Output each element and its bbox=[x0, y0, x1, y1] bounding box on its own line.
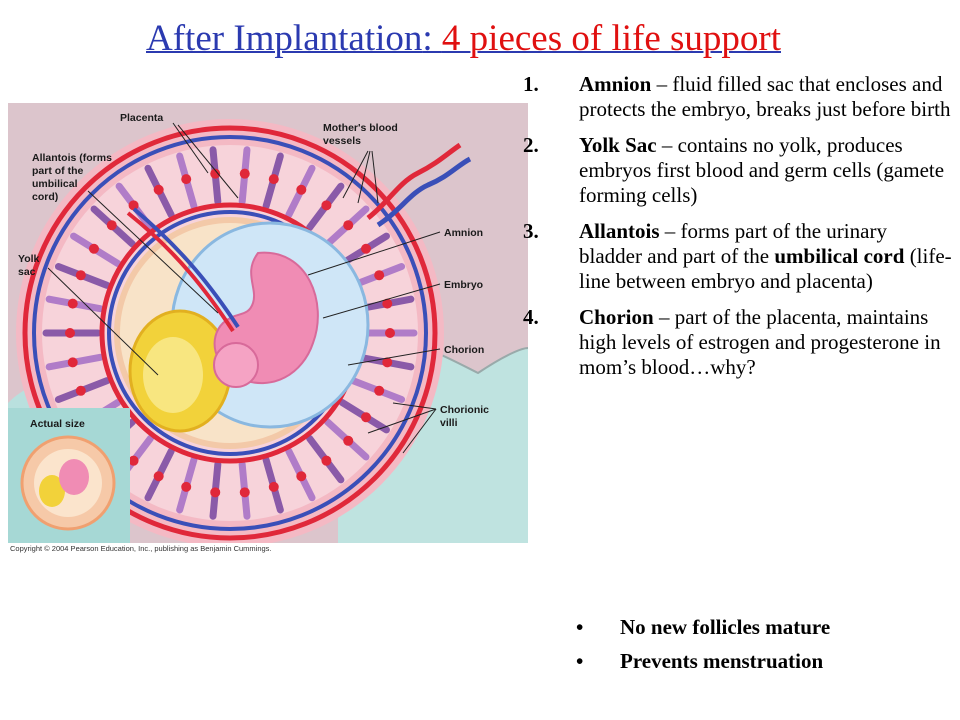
label-chorionic-villi-line1: Chorionic bbox=[440, 404, 489, 416]
chorionic-villi-group bbox=[42, 146, 418, 520]
mother-vein bbox=[376, 156, 472, 228]
villus-capillary bbox=[382, 357, 393, 368]
label-embryo: Embryo bbox=[444, 279, 483, 291]
embryo-diagram-svg: Placenta Allantois (forms part of the um… bbox=[8, 103, 529, 547]
label-allantois-line2: part of the bbox=[32, 165, 83, 177]
embryo-diagram: Placenta Allantois (forms part of the um… bbox=[8, 103, 529, 547]
villus-capillary bbox=[385, 328, 395, 338]
list-number: 3. bbox=[523, 219, 539, 243]
mother-artery bbox=[366, 142, 462, 220]
label-chorionic-villi-line2: villi bbox=[440, 417, 458, 429]
inset-embryo bbox=[59, 459, 89, 495]
term-yolk-sac: Yolk Sac bbox=[579, 133, 657, 157]
desc-yolk-sac: – contains no yolk, produces embryos fir… bbox=[579, 133, 945, 207]
villus-capillary bbox=[374, 385, 385, 396]
umbilical-artery bbox=[126, 211, 235, 333]
villus-capillary bbox=[75, 270, 86, 281]
villus-capillary bbox=[210, 168, 221, 179]
yolk-sac-inner bbox=[143, 337, 203, 413]
life-support-list: 1. Amnion – fluid filled sac that enclos… bbox=[523, 72, 953, 391]
slide-title: After Implantation: 4 pieces of life sup… bbox=[146, 14, 946, 64]
desc-allantois-b: (life-line between embryo and placenta) bbox=[579, 244, 952, 293]
villus-capillary bbox=[88, 243, 99, 254]
list-number: 2. bbox=[523, 133, 539, 157]
villus-capillary bbox=[210, 487, 221, 498]
villus-capillary bbox=[75, 385, 86, 396]
bullet-text: Prevents menstruation bbox=[620, 649, 824, 673]
villus-capillary bbox=[181, 481, 192, 492]
answer-bullets: • No new follicles mature • Prevents men… bbox=[576, 615, 936, 683]
title-colon: : bbox=[422, 18, 442, 59]
outer-blood-ring bbox=[22, 125, 438, 541]
figure-copyright: Copyright © 2004 Pearson Education, Inc.… bbox=[10, 544, 272, 553]
label-placenta: Placenta bbox=[120, 112, 163, 124]
villus-capillary bbox=[374, 270, 385, 281]
title-part-implantation: After Implantation bbox=[146, 18, 423, 59]
list-item-yolk-sac: 2. Yolk Sac – contains no yolk, produces… bbox=[523, 133, 953, 208]
villus-capillary bbox=[296, 184, 307, 195]
label-chorion: Chorion bbox=[444, 344, 484, 356]
desc-amnion: – fluid filled sac that encloses and pro… bbox=[579, 72, 951, 121]
villus-capillary bbox=[361, 243, 372, 254]
villus-capillary bbox=[67, 298, 78, 309]
villus-capillary bbox=[67, 357, 78, 368]
villus-capillary bbox=[153, 471, 164, 482]
label-yolk-sac-line2: sac bbox=[18, 266, 36, 278]
villus-capillary bbox=[128, 455, 139, 466]
label-actual-size: Actual size bbox=[30, 418, 85, 430]
villus-capillary bbox=[321, 455, 332, 466]
embryo-head bbox=[213, 342, 259, 388]
villus-capillary bbox=[106, 220, 117, 231]
list-item-allantois: 3. Allantois – forms part of the urinary… bbox=[523, 219, 953, 294]
villus-capillary bbox=[239, 487, 250, 498]
villus-capillary bbox=[296, 471, 307, 482]
villus-capillary bbox=[65, 328, 75, 338]
label-mothers-blood-line1: Mother's blood bbox=[323, 122, 398, 134]
bullet-item: • Prevents menstruation bbox=[576, 649, 936, 674]
villus-capillary bbox=[382, 298, 393, 309]
villus-capillary bbox=[153, 184, 164, 195]
villus-capillary bbox=[343, 220, 354, 231]
label-allantois-line4: cord) bbox=[32, 191, 58, 203]
bullet-text: No new follicles mature bbox=[620, 615, 831, 639]
desc-chorion: – part of the placenta, maintains high l… bbox=[579, 305, 941, 379]
bullet-item: • No new follicles mature bbox=[576, 615, 936, 640]
label-allantois-line3: umbilical bbox=[32, 178, 78, 190]
label-mothers-blood-line2: vessels bbox=[323, 135, 361, 147]
villus-capillary bbox=[268, 481, 279, 492]
outer-vein-ring bbox=[32, 135, 428, 531]
term-allantois: Allantois bbox=[579, 219, 660, 243]
bullet-symbol: • bbox=[576, 615, 584, 639]
list-number: 1. bbox=[523, 72, 539, 96]
term-amnion: Amnion bbox=[579, 72, 652, 96]
villus-capillary bbox=[128, 200, 139, 211]
villus-capillary bbox=[268, 174, 279, 185]
list-number: 4. bbox=[523, 305, 539, 329]
villus-capillary bbox=[343, 435, 354, 446]
villus-capillary bbox=[361, 412, 372, 423]
bullet-symbol: • bbox=[576, 649, 584, 673]
term-umbilical-cord: umbilical cord bbox=[774, 244, 905, 268]
label-amnion: Amnion bbox=[444, 227, 483, 239]
villus-capillary bbox=[181, 174, 192, 185]
label-yolk-sac-line1: Yolk bbox=[18, 253, 40, 265]
inset-yolk-sac bbox=[39, 475, 65, 507]
label-allantois-line1: Allantois (forms bbox=[32, 152, 112, 164]
title-part-life-support: 4 pieces of life support bbox=[441, 18, 781, 59]
villus-capillary bbox=[239, 168, 250, 179]
leader-lines bbox=[47, 122, 441, 454]
umbilical-vein bbox=[132, 207, 240, 329]
villus-capillary bbox=[321, 200, 332, 211]
term-chorion: Chorion bbox=[579, 305, 654, 329]
list-item-chorion: 4. Chorion – part of the placenta, maint… bbox=[523, 305, 953, 380]
list-item-amnion: 1. Amnion – fluid filled sac that enclos… bbox=[523, 72, 953, 122]
desc-allantois-a: – forms part of the urinary bladder and … bbox=[579, 219, 887, 268]
